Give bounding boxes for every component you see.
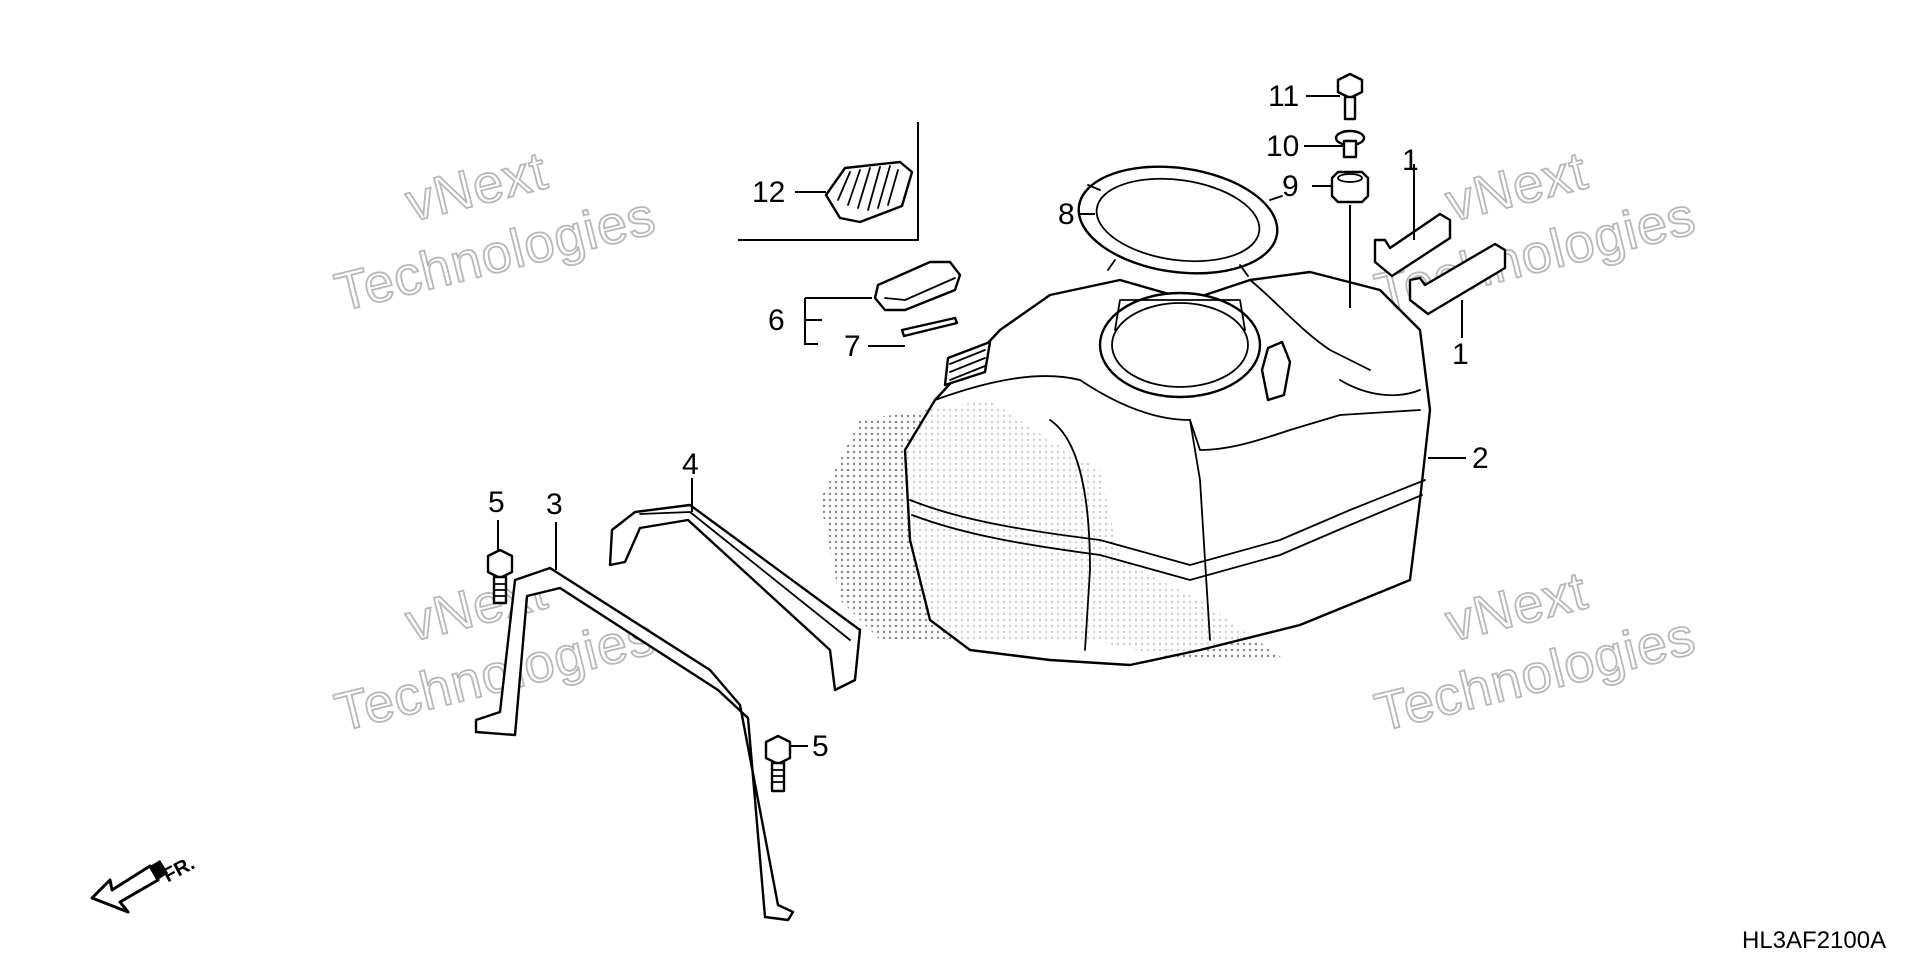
pump-set-ring <box>1077 165 1283 277</box>
bolt-upper <box>486 548 514 605</box>
fuel-tank <box>903 270 1432 667</box>
callout-6: 6 <box>768 304 785 337</box>
fuel-cap <box>873 260 962 312</box>
callout-9: 9 <box>1282 170 1299 203</box>
callout-2: 2 <box>1472 442 1489 475</box>
callout-7: 7 <box>844 330 861 363</box>
filler-gasket <box>900 316 959 338</box>
callout-1a: 1 <box>1402 144 1419 177</box>
filler-boot <box>824 160 914 224</box>
callout-1b: 1 <box>1452 338 1469 371</box>
callout-5a: 5 <box>488 486 505 519</box>
bolt-lower <box>764 734 792 793</box>
callout-11: 11 <box>1268 80 1299 113</box>
collar <box>1334 129 1366 159</box>
rubber-mount <box>1330 170 1370 204</box>
leader-9 <box>1312 185 1351 308</box>
watermark-top-left: vNext Technologies <box>329 140 663 324</box>
callout-12: 12 <box>752 176 785 209</box>
front-arrow-icon <box>90 860 168 914</box>
group-bracket <box>738 122 919 241</box>
tank-band <box>474 566 795 922</box>
callout-4: 4 <box>682 448 699 481</box>
callout-10: 10 <box>1266 130 1299 163</box>
leader-6 <box>804 297 872 345</box>
callout-5b: 5 <box>812 730 829 763</box>
callout-3: 3 <box>546 488 563 521</box>
hose-upper <box>1373 212 1452 278</box>
hose-lower <box>1408 242 1507 316</box>
callout-8: 8 <box>1058 198 1075 231</box>
mount-bolt <box>1336 72 1364 121</box>
front-marker: FR. <box>160 852 199 887</box>
drawing-code: HL3AF2100A <box>1742 927 1886 954</box>
band-rubber <box>608 503 862 692</box>
